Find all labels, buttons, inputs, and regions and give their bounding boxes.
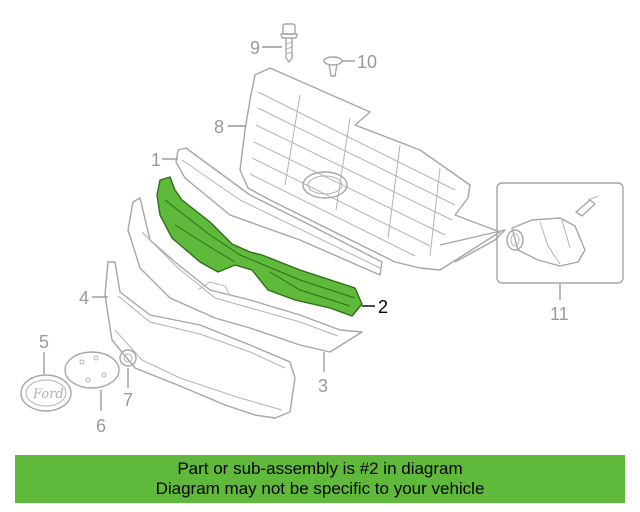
callout-11: 11 bbox=[550, 304, 569, 324]
banner-line-part-number: Part or sub-assembly is #2 in diagram bbox=[177, 459, 463, 478]
callout-4: 4 bbox=[79, 288, 89, 308]
callout-1: 1 bbox=[151, 150, 161, 170]
lower-frame-part bbox=[127, 197, 363, 353]
bezel-part bbox=[104, 261, 296, 419]
emblem-backing-part bbox=[64, 351, 120, 389]
callout-3: 3 bbox=[318, 376, 328, 396]
highlighted-molding-part bbox=[156, 176, 363, 317]
ford-emblem-part: Ford bbox=[20, 374, 72, 412]
callout-7: 7 bbox=[123, 390, 133, 410]
callout-2: 2 bbox=[378, 297, 388, 317]
emblem-text: Ford bbox=[32, 387, 64, 402]
parts-diagram: Ford 1 2 3 4 5 6 7 8 9 10 11 bbox=[20, 23, 624, 436]
grille-assembly bbox=[239, 67, 506, 271]
bolt-part bbox=[280, 23, 298, 63]
sensor-detail-box bbox=[496, 182, 624, 284]
round-clip-part bbox=[119, 349, 137, 367]
callout-5: 5 bbox=[39, 332, 49, 352]
callout-6: 6 bbox=[96, 416, 106, 436]
upper-molding-part bbox=[175, 147, 383, 276]
push-clip-part bbox=[323, 56, 343, 77]
callout-9: 9 bbox=[250, 38, 260, 58]
info-banner: Part or sub-assembly is #2 in diagram Di… bbox=[15, 455, 625, 503]
callout-8: 8 bbox=[214, 117, 224, 137]
banner-line-disclaimer: Diagram may not be specific to your vehi… bbox=[155, 479, 485, 498]
callout-10: 10 bbox=[357, 52, 377, 72]
